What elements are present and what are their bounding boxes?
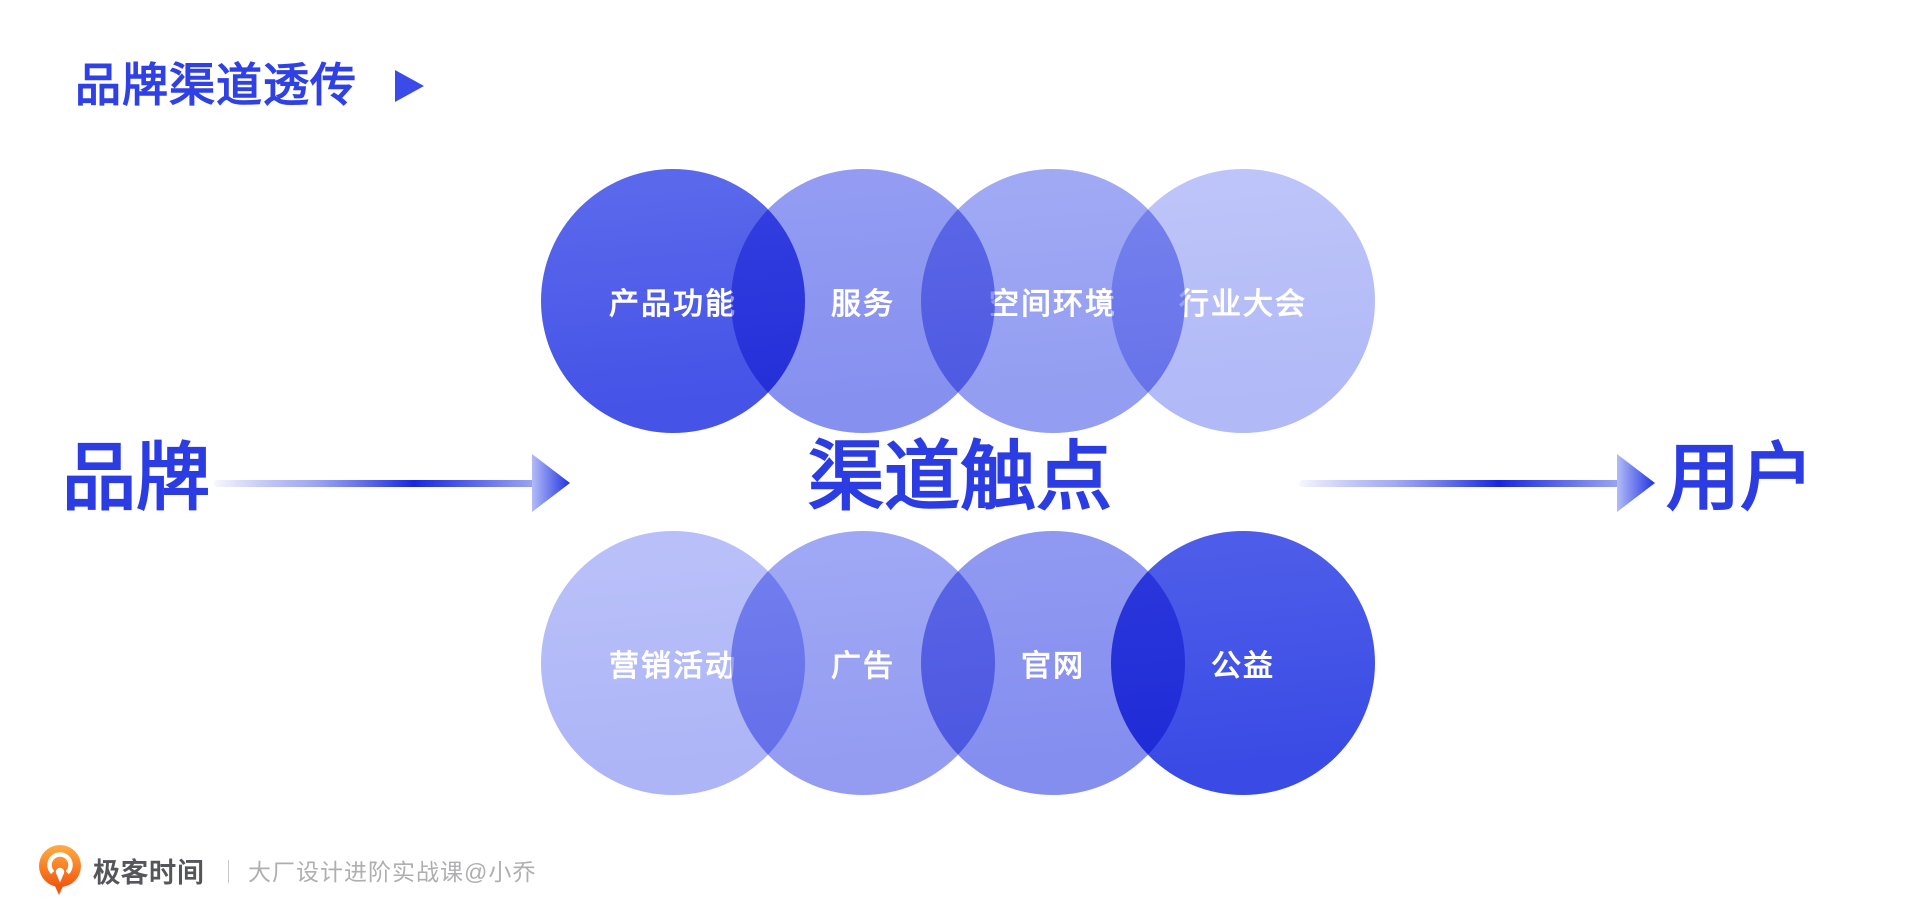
touchpoint-label: 广告: [831, 650, 895, 683]
touchpoint-label: 产品功能: [609, 288, 737, 321]
touchpoint-label: 营销活动: [609, 650, 737, 683]
touchpoint-circle-conference: 行业大会: [1111, 169, 1375, 433]
flow-arrow-right-icon: [1299, 454, 1655, 512]
user-node-label: 用户: [1666, 436, 1814, 519]
touchpoint-label: 官网: [1021, 650, 1085, 683]
footer-separator: ｜: [217, 859, 240, 885]
brand-node-label: 品牌: [62, 436, 210, 519]
page-title: 品牌渠道透传: [75, 59, 357, 111]
touchpoint-circle-charity: 公益: [1111, 531, 1375, 795]
footer-course-credit: 大厂设计进阶实战课@小乔: [248, 859, 537, 885]
flow-arrow-left-icon: [214, 454, 570, 512]
footer: 极客时间 ｜ 大厂设计进阶实战课@小乔: [36, 843, 536, 897]
touchpoint-label: 服务: [831, 288, 895, 321]
header: 品牌渠道透传: [75, 58, 424, 113]
touchpoints-title: 渠道触点: [808, 435, 1112, 520]
touchpoint-label: 公益: [1211, 650, 1275, 683]
touchpoint-label: 空间环境: [989, 288, 1117, 321]
play-triangle-icon: [395, 69, 424, 102]
touchpoint-label: 行业大会: [1179, 288, 1307, 321]
geektime-logo-icon: [39, 845, 81, 895]
footer-brand-name: 极客时间: [93, 857, 205, 888]
